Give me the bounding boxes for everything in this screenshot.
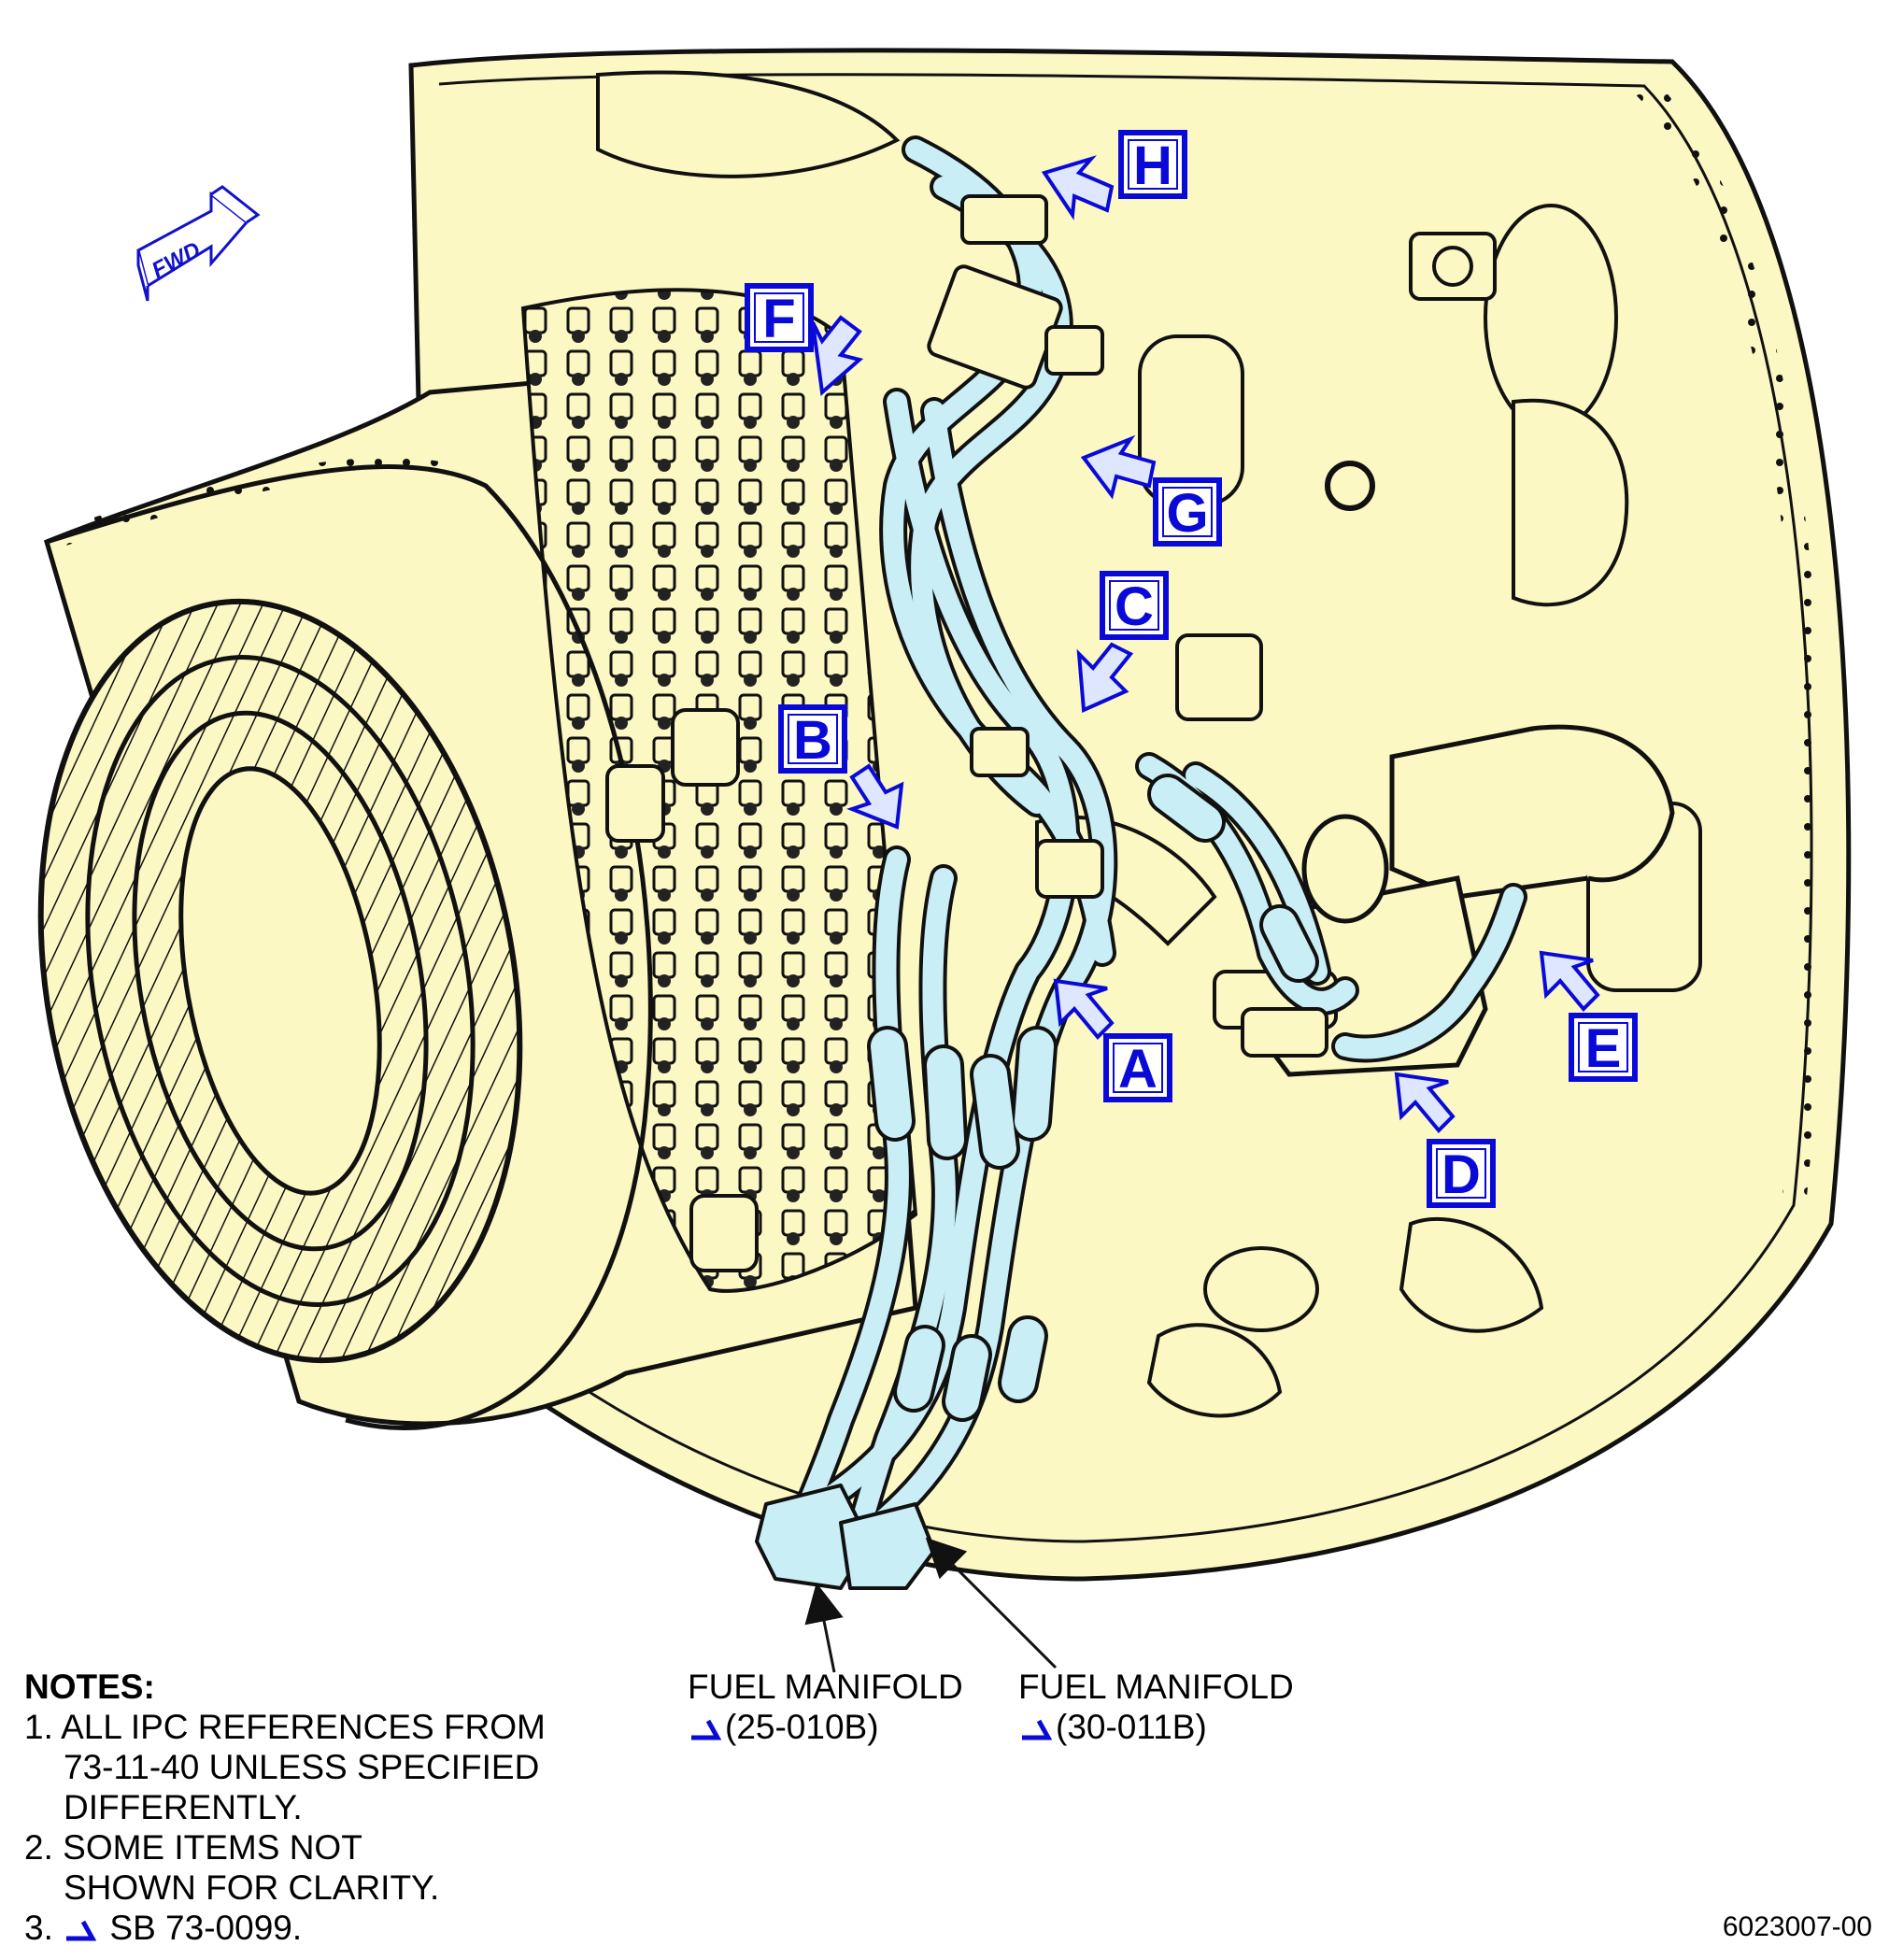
sb-reference-icon [1022,1720,1052,1740]
combustion-case [37,288,918,1430]
fwd-indicator: FWD [136,185,261,302]
fuel-manifold-1-title: FUEL MANIFOLD [688,1668,963,1706]
arrow-f [811,315,864,396]
callout-a: A [1103,1033,1172,1102]
fuel-manifold-label-2: FUEL MANIFOLD (30-011B) [1018,1667,1294,1747]
callout-b: B [778,704,847,774]
note-1-line-3: DIFFERENTLY. [64,1788,303,1826]
note-2-line-1: 2. SOME ITEMS NOT [24,1828,362,1867]
svg-text:E: E [1585,1018,1622,1079]
callout-boxes: H F G C B A E [745,130,1638,1208]
note-3-text: SB 73-0099. [109,1909,303,1947]
fuel-manifold-2-ipc: (30-011B) [1056,1708,1207,1746]
arrow-b [846,763,904,830]
svg-text:B: B [793,710,832,771]
callout-g: G [1153,477,1222,547]
figure-number: 6023007-00 [1722,1911,1872,1942]
note-2-line-2: SHOWN FOR CLARITY. [64,1868,440,1907]
notes-block: NOTES: 1. ALL IPC REFERENCES FROM 73-11-… [24,1667,546,1948]
fuel-manifold-2-title: FUEL MANIFOLD [1018,1668,1294,1706]
svg-text:H: H [1133,135,1172,196]
callout-c: C [1100,571,1169,640]
callout-d: D [1427,1139,1496,1208]
arrow-d [1394,1072,1456,1133]
fuel-manifold-1-ref: (25-010B) [688,1707,963,1747]
sb-reference-icon [691,1720,721,1740]
svg-text:C: C [1115,576,1154,637]
note-3: 3. SB 73-0099. [24,1908,546,1948]
svg-text:A: A [1118,1039,1158,1100]
arrow-c [1076,642,1134,713]
fuel-manifold-2-ref: (30-011B) [1018,1707,1294,1747]
arrow-a [1053,978,1115,1040]
callout-h: H [1118,130,1187,199]
note-1-line-1: 1. ALL IPC REFERENCES FROM [24,1708,546,1746]
fuel-manifold-1-ipc: (25-010B) [725,1708,879,1746]
arrow-g [1080,434,1157,500]
leader-lines [804,1537,1058,1673]
note-1-line-2: 73-11-40 UNLESS SPECIFIED [64,1748,540,1786]
notes-heading: NOTES: [24,1668,155,1706]
svg-text:G: G [1166,483,1208,544]
callout-arrows [811,155,1600,1133]
callout-f: F [745,283,814,352]
arrow-e [1539,950,1600,1012]
valve-housing [1035,633,1675,1077]
sb-reference-icon [66,1921,97,1941]
note-3-number: 3. [24,1909,53,1947]
callout-e: E [1569,1013,1638,1082]
svg-text:D: D [1442,1144,1481,1205]
fuel-manifold-label-1: FUEL MANIFOLD (25-010B) [688,1667,963,1747]
arrow-h [1041,155,1115,220]
svg-text:F: F [762,289,795,349]
